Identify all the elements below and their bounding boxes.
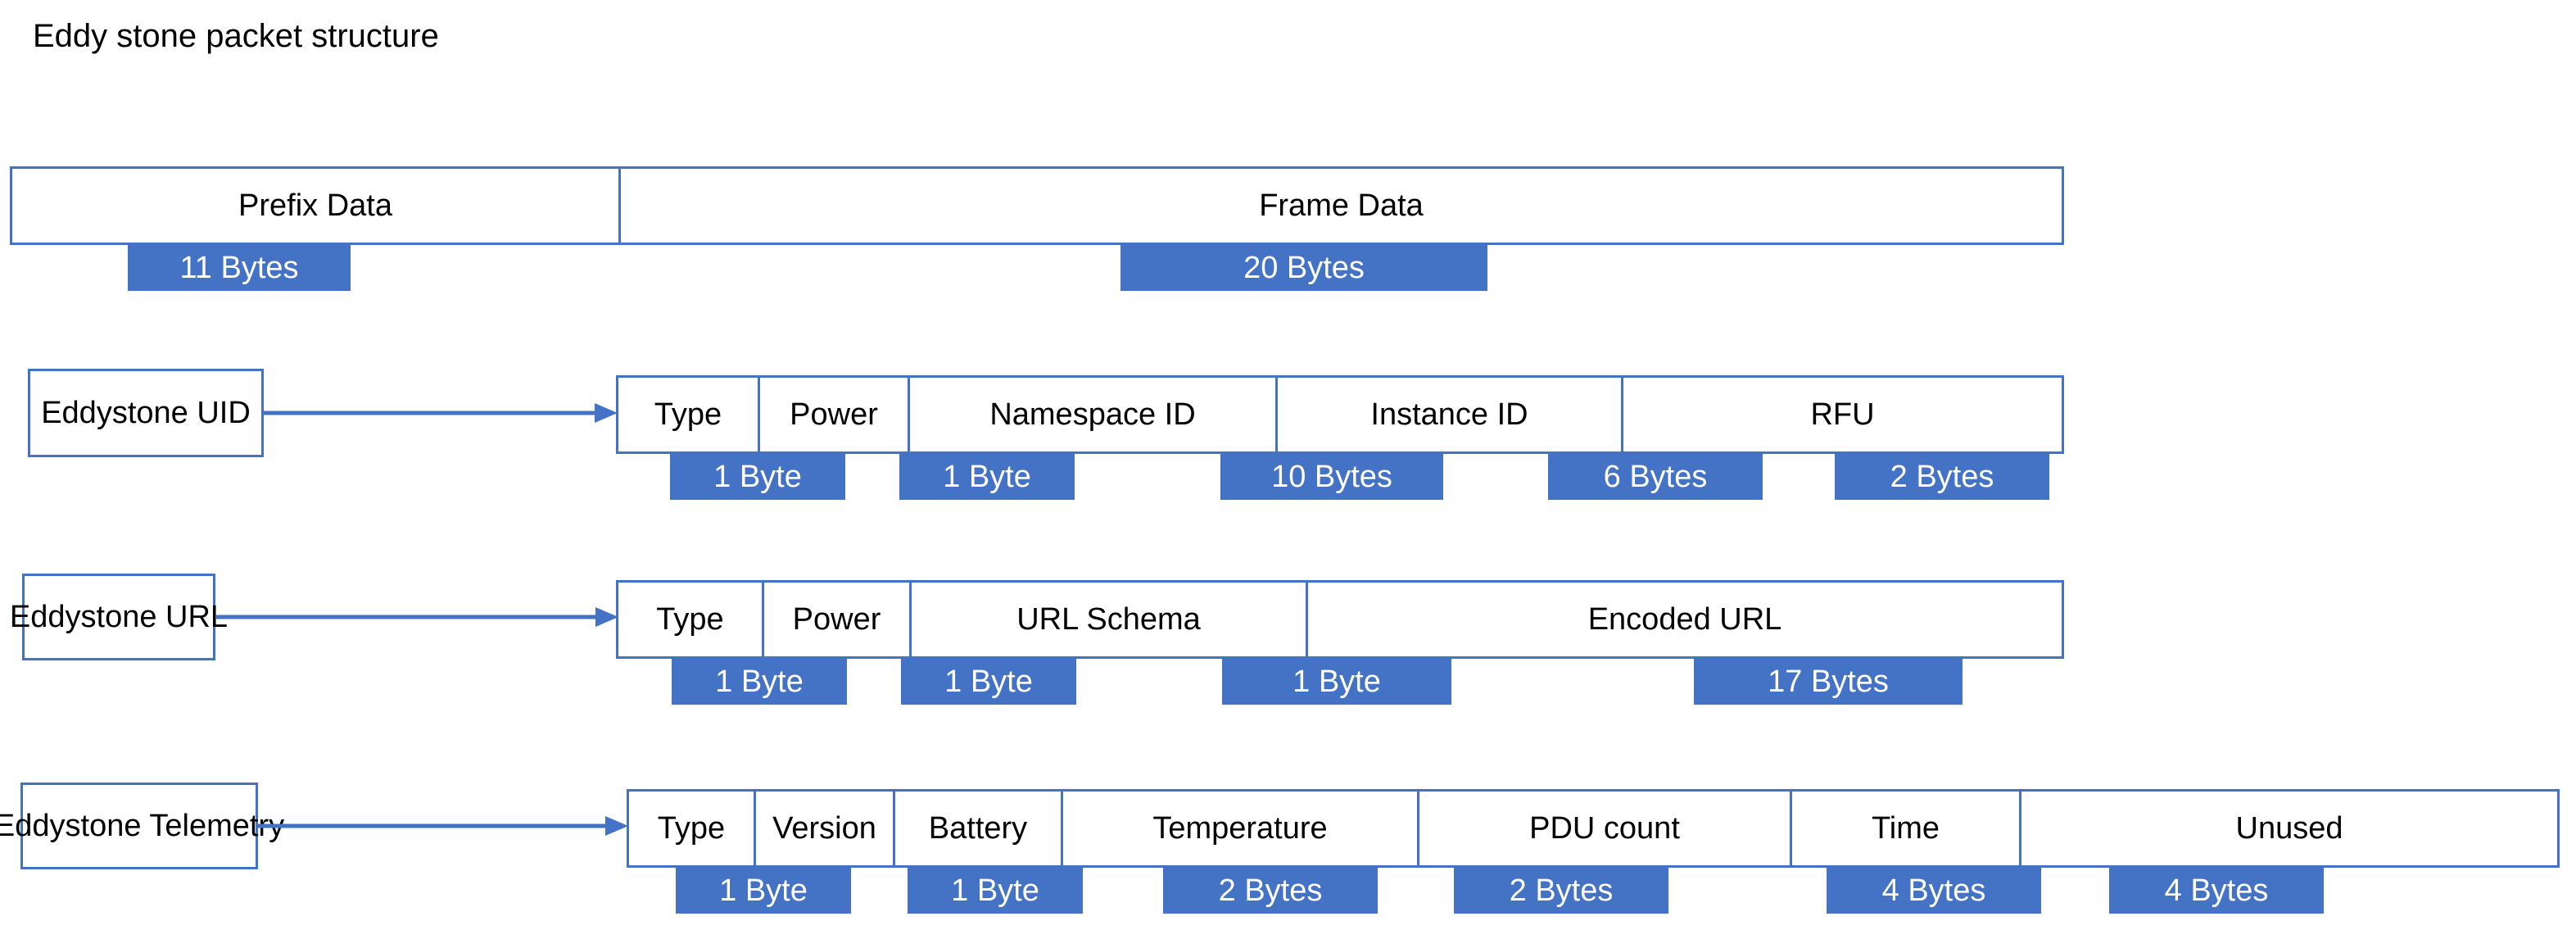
- segment-tlm-time: Time: [1792, 792, 2021, 865]
- segment-tlm-temperature: Temperature: [1063, 792, 1419, 865]
- chip-tlm-temperature-size: 2 Bytes: [1454, 868, 1668, 914]
- chip-tlm-time-size: 4 Bytes: [2109, 868, 2324, 914]
- segment-tlm-version: Version: [756, 792, 895, 865]
- segment-url-encoded: Encoded URL: [1308, 583, 2062, 656]
- eddystone-uid-strip: Type Power Namespace ID Instance ID RFU: [616, 375, 2064, 454]
- arrow-eddystone-telemetry: [258, 816, 628, 836]
- eddystone-url-strip: Type Power URL Schema Encoded URL: [616, 580, 2064, 659]
- segment-url-schema: URL Schema: [912, 583, 1308, 656]
- eddystone-telemetry-strip: Type Version Battery Temperature PDU cou…: [627, 789, 2560, 868]
- segment-uid-namespace-id: Namespace ID: [910, 378, 1278, 451]
- segment-prefix-data: Prefix Data: [12, 169, 621, 243]
- chip-uid-power-size: 1 Byte: [899, 454, 1075, 500]
- arrow-eddystone-url: [215, 607, 618, 627]
- packet-overview-strip: Prefix Data Frame Data: [10, 166, 2064, 245]
- segment-frame-data: Frame Data: [621, 169, 2062, 243]
- chip-url-type-size: 1 Byte: [672, 659, 847, 705]
- chip-tlm-type-size: 1 Byte: [676, 868, 851, 914]
- chip-url-schema-size: 1 Byte: [1222, 659, 1451, 705]
- chip-uid-rfu-size: 2 Bytes: [1835, 454, 2049, 500]
- segment-uid-instance-id: Instance ID: [1278, 378, 1623, 451]
- segment-url-type: Type: [618, 583, 764, 656]
- segment-tlm-unused: Unused: [2021, 792, 2557, 865]
- label-eddystone-url: Eddystone URL: [10, 574, 228, 660]
- page-title: Eddy stone packet structure: [33, 18, 439, 54]
- segment-tlm-type: Type: [629, 792, 756, 865]
- chip-url-power-size: 1 Byte: [901, 659, 1076, 705]
- segment-uid-power: Power: [760, 378, 910, 451]
- chip-url-encoded-size: 17 Bytes: [1694, 659, 1963, 705]
- chip-uid-type-size: 1 Byte: [670, 454, 845, 500]
- arrow-eddystone-uid: [264, 403, 618, 423]
- chip-tlm-battery-size: 2 Bytes: [1163, 868, 1378, 914]
- segment-uid-rfu: RFU: [1623, 378, 2062, 451]
- chip-frame-data-size: 20 Bytes: [1120, 245, 1487, 291]
- chip-uid-namespace-size: 10 Bytes: [1220, 454, 1443, 500]
- chip-prefix-data-size: 11 Bytes: [128, 245, 351, 291]
- chip-tlm-version-size: 1 Byte: [908, 868, 1083, 914]
- segment-tlm-pdu-count: PDU count: [1419, 792, 1792, 865]
- segment-url-power: Power: [764, 583, 912, 656]
- segment-tlm-battery: Battery: [895, 792, 1063, 865]
- chip-uid-instance-size: 6 Bytes: [1548, 454, 1763, 500]
- label-eddystone-telemetry: Eddystone Telemetry: [0, 783, 284, 869]
- chip-tlm-pdu-count-size: 4 Bytes: [1827, 868, 2041, 914]
- label-eddystone-uid: Eddystone UID: [28, 369, 264, 457]
- segment-uid-type: Type: [618, 378, 760, 451]
